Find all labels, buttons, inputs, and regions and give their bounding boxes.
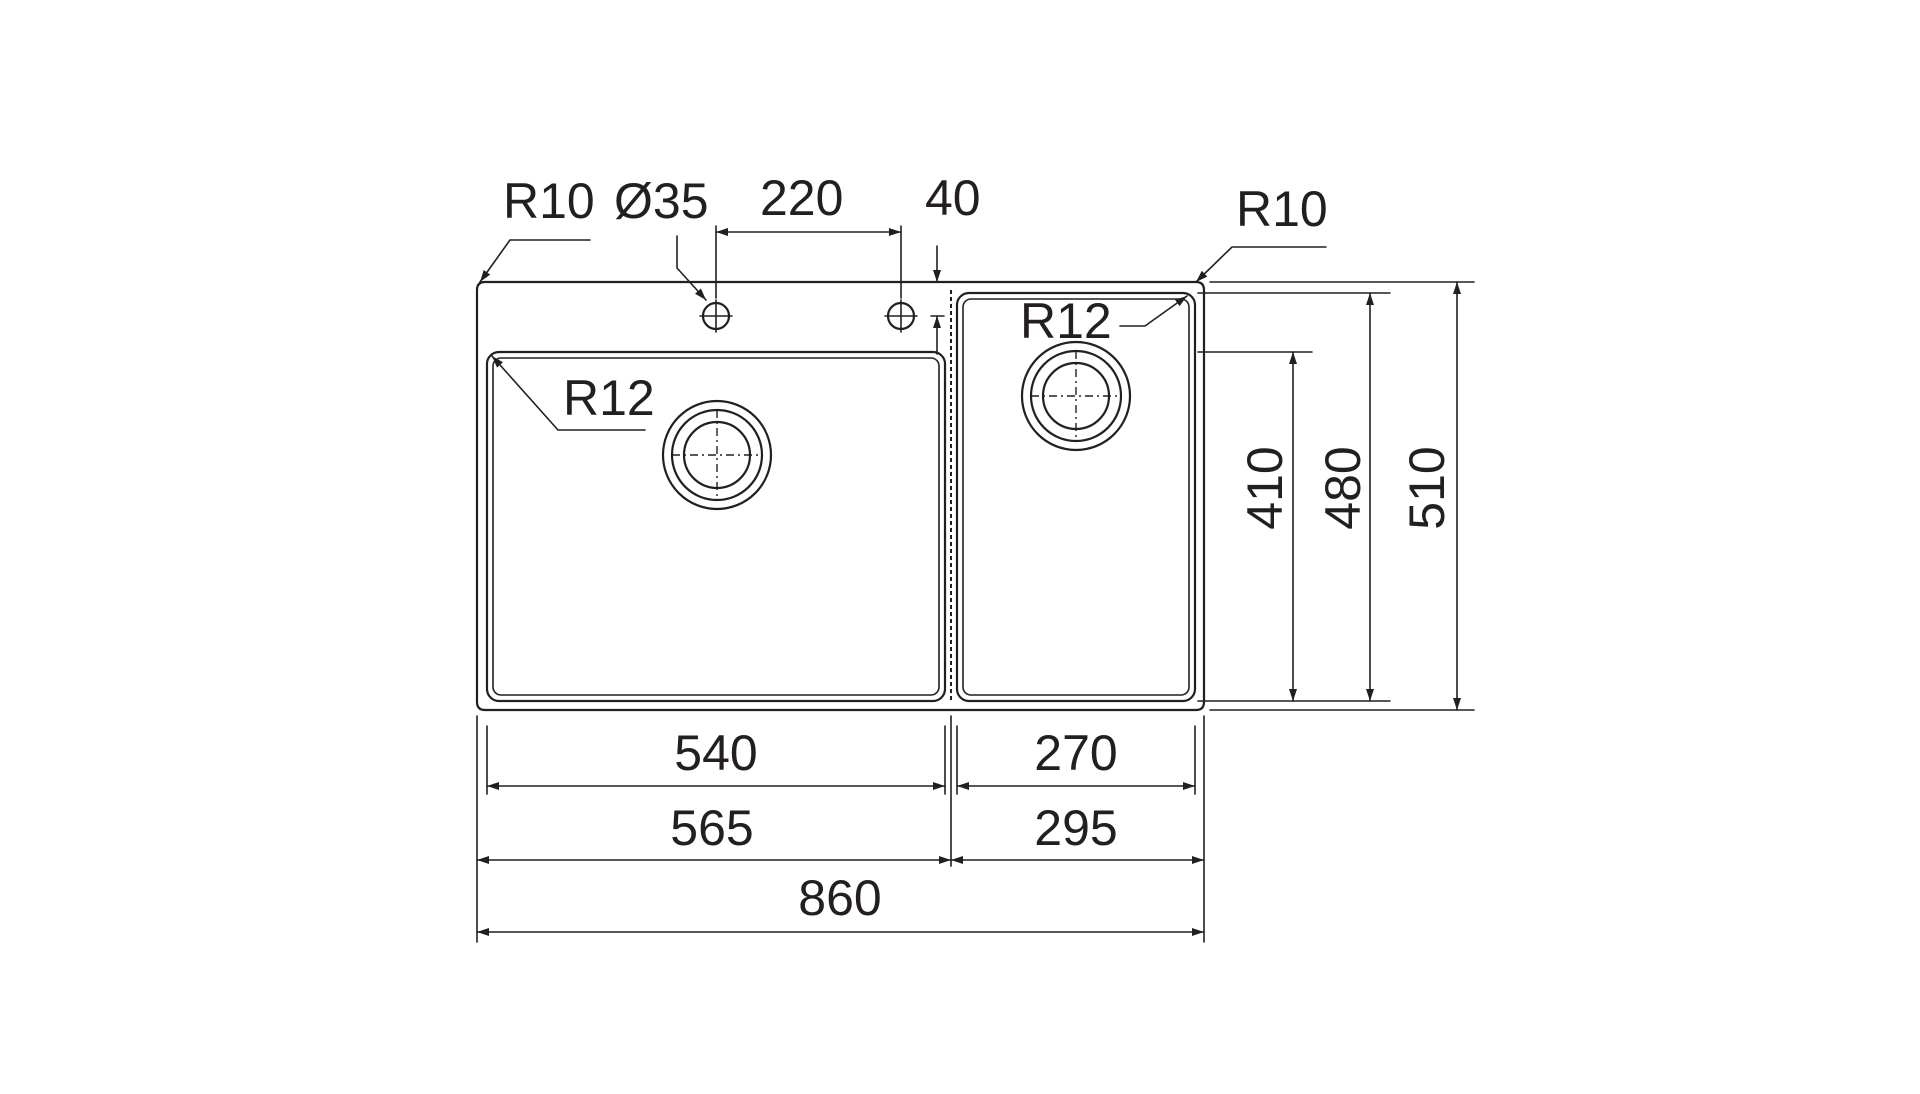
corner-radius-left-label: R10: [503, 173, 595, 229]
large-bowl: [485, 350, 947, 703]
small-bowl-outer-width-label: 295: [1034, 800, 1117, 856]
small-bowl-drain: [1020, 340, 1132, 452]
overall-width-label: 860: [798, 870, 881, 926]
sink-outline: [475, 280, 1206, 712]
bowl-radius-left-leader: [491, 355, 646, 431]
corner-radius-right-label: R10: [1236, 181, 1328, 237]
large-bowl-drain: [661, 399, 773, 511]
bowl-depth-label: 480: [1315, 446, 1371, 529]
tap-hole-left: [699, 299, 733, 333]
hole-offset-label: 40: [925, 170, 981, 226]
small-bowl-inner-width-label: 270: [1034, 725, 1117, 781]
hole-diameter-label: Ø35: [614, 173, 709, 229]
large-bowl-inner-width-label: 540: [674, 725, 757, 781]
hole-spacing-dimension: [715, 225, 902, 299]
hole-spacing-label: 220: [760, 170, 843, 226]
bowl-radius-right-label: R12: [1020, 293, 1112, 349]
overall-depth-label: 510: [1399, 446, 1455, 529]
small-bowl: [955, 291, 1197, 703]
corner-radius-right-leader: [1195, 246, 1327, 283]
hole-offset-dimension: [930, 245, 945, 355]
bowl-radius-left-label: R12: [563, 370, 655, 426]
bowl-radius-right-leader: [1119, 295, 1188, 327]
corner-radius-left-leader: [479, 239, 591, 283]
tap-hole-right: [884, 299, 918, 333]
small-bowl-depth-label: 410: [1237, 446, 1293, 529]
horizontal-extension-lines: [476, 715, 1205, 943]
large-bowl-outer-width-label: 565: [670, 800, 753, 856]
hole-diameter-leader: [676, 235, 707, 301]
